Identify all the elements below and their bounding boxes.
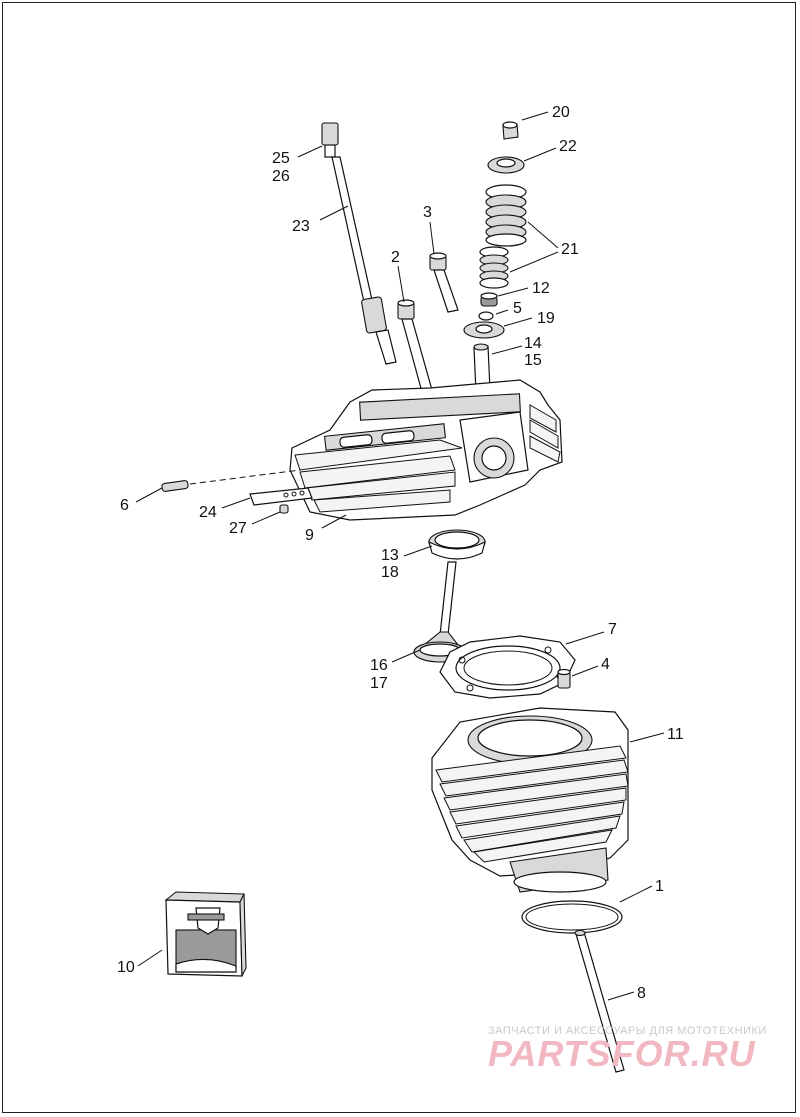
- watermark-brand: PARTSFOR.RU: [488, 1033, 756, 1074]
- callout-8: 8: [637, 985, 646, 1002]
- sensor-rod-part: [321, 122, 397, 365]
- callout-2: 2: [391, 249, 400, 266]
- spring-retainer-part: [487, 156, 525, 174]
- callout-19: 19: [537, 310, 555, 327]
- instruction-kit-box-part: [164, 891, 247, 977]
- callout-5: 5: [513, 300, 522, 317]
- callout-22: 22: [559, 138, 577, 155]
- dowel-pin-part: [557, 668, 571, 689]
- callout-14: 14: [524, 335, 542, 352]
- callout-10: 10: [117, 959, 135, 976]
- callout-24: 24: [199, 504, 217, 521]
- head-gasket-part: [439, 635, 576, 699]
- valve-part: [413, 561, 467, 663]
- callout-26: 26: [272, 168, 290, 185]
- watermark: ЗАПЧАСТИ И АКСЕССУАРЫ ДЛЯ МОТОТЕХНИКИ PA…: [488, 1025, 767, 1074]
- callout-17: 17: [370, 675, 388, 692]
- head-bolt-part-3: [429, 252, 459, 313]
- callout-27: 27: [229, 520, 247, 537]
- identification-plate-part: [249, 487, 313, 506]
- watermark-tagline: ЗАПЧАСТИ И АКСЕССУАРЫ ДЛЯ МОТОТЕХНИКИ: [488, 1025, 767, 1037]
- callout-7: 7: [608, 621, 617, 638]
- callout-9: 9: [305, 527, 314, 544]
- callout-6: 6: [120, 497, 129, 514]
- valve-seal-part: [480, 292, 498, 307]
- callout-12: 12: [532, 280, 550, 297]
- callout-13: 13: [381, 547, 399, 564]
- callout-15: 15: [524, 352, 542, 369]
- valve-keeper-part: [502, 121, 519, 140]
- head-bolt-part-2: [397, 299, 433, 393]
- callout-11: 11: [667, 726, 684, 743]
- callout-3: 3: [423, 204, 432, 221]
- cylinder-o-ring-part: [521, 900, 623, 934]
- screw-part: [279, 504, 289, 514]
- cylinder-stud-part: [574, 929, 625, 1073]
- callout-20: 20: [552, 104, 570, 121]
- valve-seat-insert-part: [428, 529, 486, 560]
- callout-23: 23: [292, 218, 310, 235]
- spring-seat-part: [463, 321, 505, 339]
- valve-spring-inner-part: [479, 246, 509, 289]
- o-ring-part: [478, 311, 494, 321]
- callout-25: 25: [272, 150, 290, 167]
- valve-spring-outer-part: [485, 184, 527, 247]
- cylinder-head-part: [289, 379, 563, 521]
- cylinder-part: [431, 707, 629, 893]
- callout-4: 4: [601, 656, 610, 673]
- callout-labels: 20 22 25 26 3 23 21 2 12 5 19 14 15 6 24…: [117, 104, 684, 1002]
- callout-1: 1: [655, 878, 664, 895]
- callout-18: 18: [381, 564, 399, 581]
- callout-16: 16: [370, 657, 388, 674]
- leader-lines: [135, 111, 665, 1001]
- callout-21: 21: [561, 241, 579, 258]
- stud-part: [161, 469, 301, 492]
